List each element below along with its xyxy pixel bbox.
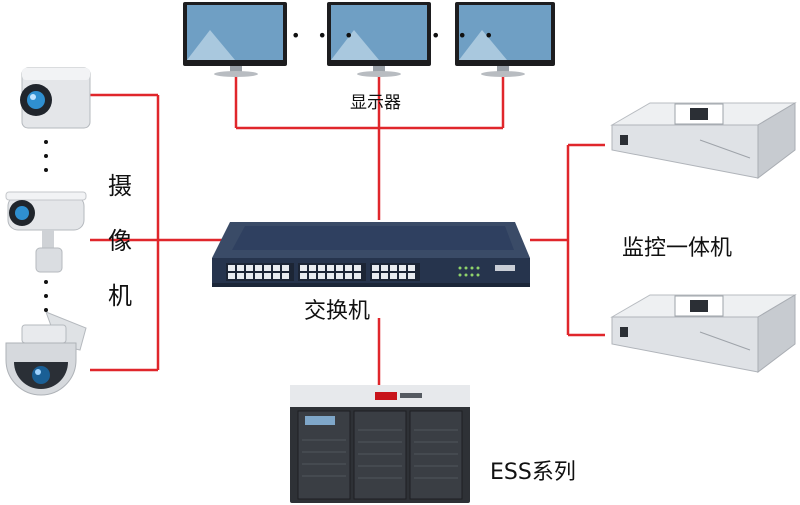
ess-storage-icon bbox=[290, 385, 470, 503]
camera-label-char-1: 摄 bbox=[108, 172, 132, 200]
switch-ports bbox=[226, 263, 420, 281]
dome-camera-icon bbox=[5, 311, 87, 396]
monitor-system-label: 监控一体机 bbox=[622, 236, 733, 261]
camera-ellipsis bbox=[44, 140, 48, 182]
camera-label-char-3: 机 bbox=[108, 282, 132, 310]
network-switch-icon bbox=[212, 222, 530, 287]
box-camera-icon bbox=[20, 67, 91, 129]
connection-lines bbox=[90, 75, 605, 385]
bullet-camera-icon bbox=[5, 191, 87, 273]
display-label: 显示器 bbox=[350, 93, 401, 113]
rack-server-icon bbox=[610, 102, 797, 180]
camera-label-char-2: 像 bbox=[108, 227, 132, 255]
monitor-icon bbox=[327, 2, 431, 77]
monitor-ellipsis: • • • bbox=[431, 26, 500, 45]
monitor-ellipsis: • • • bbox=[291, 26, 360, 45]
switch-label: 交换机 bbox=[304, 299, 371, 324]
ess-series-label: ESS系列 bbox=[490, 460, 576, 485]
rack-server-icon bbox=[610, 294, 797, 374]
monitor-icon bbox=[183, 2, 287, 77]
camera-ellipsis bbox=[44, 280, 48, 322]
monitor-icon bbox=[455, 2, 555, 77]
